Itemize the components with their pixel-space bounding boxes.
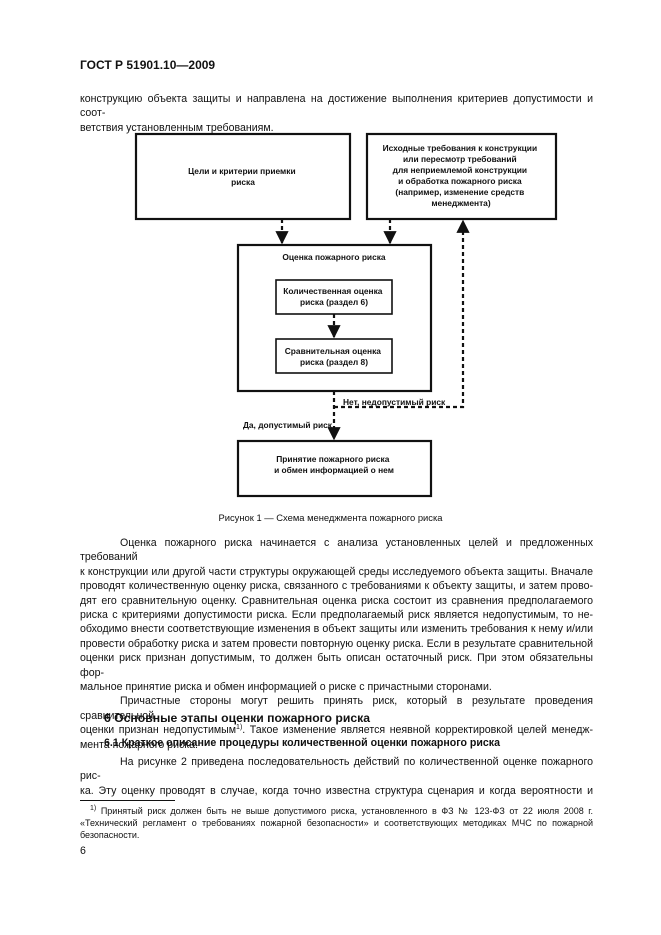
comparative-assessment-box (275, 338, 393, 374)
section-6-1-line: На рисунке 2 приведена последовательност… (80, 756, 593, 783)
label-not-acceptable: Нет, недопустимый риск (343, 397, 446, 407)
paragraph-2-text: оценки признан недопустимым (80, 724, 237, 737)
paragraph-1-line: оценки риск признан допустимым, то долже… (80, 652, 593, 679)
risk-acceptance-box (236, 439, 433, 498)
goals-criteria-box (134, 132, 352, 221)
section-6-1-line: ка. Эту оценку проводят в случае, когда … (80, 784, 593, 797)
paragraph-1-line: провести обработку риска и затем провест… (80, 637, 593, 650)
paragraph-1-line: дят его сравнительную оценку. Сравнитель… (80, 594, 593, 607)
intro-line-1: конструкцию объекта защиты и направлена … (80, 93, 593, 120)
section-6-1-heading: 6.1 Краткое описание процедуры количеств… (104, 737, 500, 749)
intro-line-2: ветствия установленным требованиям. (80, 121, 274, 134)
footnote-reference[interactable]: 1) (236, 724, 243, 732)
paragraph-1-line: проводят количественную оценку риска, св… (80, 580, 593, 593)
comparative-assessment-text: Сравнительная оценка риска (раздел 8) (285, 346, 384, 367)
requirements-text: Исходные требования к конструкции или пе… (383, 143, 540, 208)
paragraph-2-line: Причастные стороны могут решить принять … (80, 695, 593, 722)
document-code-header: ГОСТ Р 51901.10—2009 (80, 58, 216, 72)
footnote-marker: 1) (90, 805, 97, 812)
footnote-text: Принятый риск должен быть не выше допуст… (100, 806, 593, 816)
page-number: 6 (80, 845, 86, 857)
paragraph-1-line: мальное принятие риска и обмен информаци… (80, 681, 492, 694)
section-6-1-text: На рисунке 2 приведена последовательност… (80, 755, 593, 798)
footnote-line: 1) Принятый риск должен быть не выше доп… (80, 805, 593, 817)
label-acceptable: Да, допустимый риск (243, 420, 333, 430)
footnote-line: безопасности. (80, 830, 140, 840)
body-text: Оценка пожарного риска начинается с анал… (80, 536, 593, 752)
quantitative-assessment-text: Количественная оценка риска (раздел 6) (283, 286, 385, 307)
figure-caption: Рисунок 1 — Схема менеджмента пожарного … (218, 512, 443, 523)
fire-risk-management-diagram: Цели и критерии приемки риска Исходные т… (134, 132, 558, 498)
paragraph-1-line: Оценка пожарного риска начинается с анал… (80, 537, 593, 564)
footnote-line: «Технический регламент о требованиях пож… (80, 818, 593, 828)
section-6-heading: 6 Основные этапы оценки пожарного риска (104, 711, 370, 725)
paragraph-2-text: . Такое изменение является неявной корре… (242, 724, 593, 737)
paragraph-1-line: к конструкции или другой части структуры… (80, 565, 593, 578)
paragraph-2-line: оценки признан недопустимым1). Такое изм… (80, 723, 593, 737)
paragraph-2-line: мента пожарного риска. (80, 738, 198, 751)
footnote-separator (80, 800, 175, 801)
risk-acceptance-text: Принятие пожарного риска и обмен информа… (274, 454, 394, 475)
arrow-feedback-to-requirements (334, 219, 470, 409)
intro-paragraph: конструкцию объекта защиты и направлена … (80, 92, 593, 135)
requirements-box (365, 132, 558, 221)
goals-criteria-text: Цели и критерии приемки риска (188, 166, 298, 187)
paragraph-1-line: обходимо внести соответствующие изменени… (80, 623, 593, 636)
footnote: 1) Принятый риск должен быть не выше доп… (80, 805, 593, 841)
paragraph-1-line: риска с критериями допустимости риска. Е… (80, 609, 593, 622)
risk-assessment-title: Оценка пожарного риска (282, 252, 386, 262)
